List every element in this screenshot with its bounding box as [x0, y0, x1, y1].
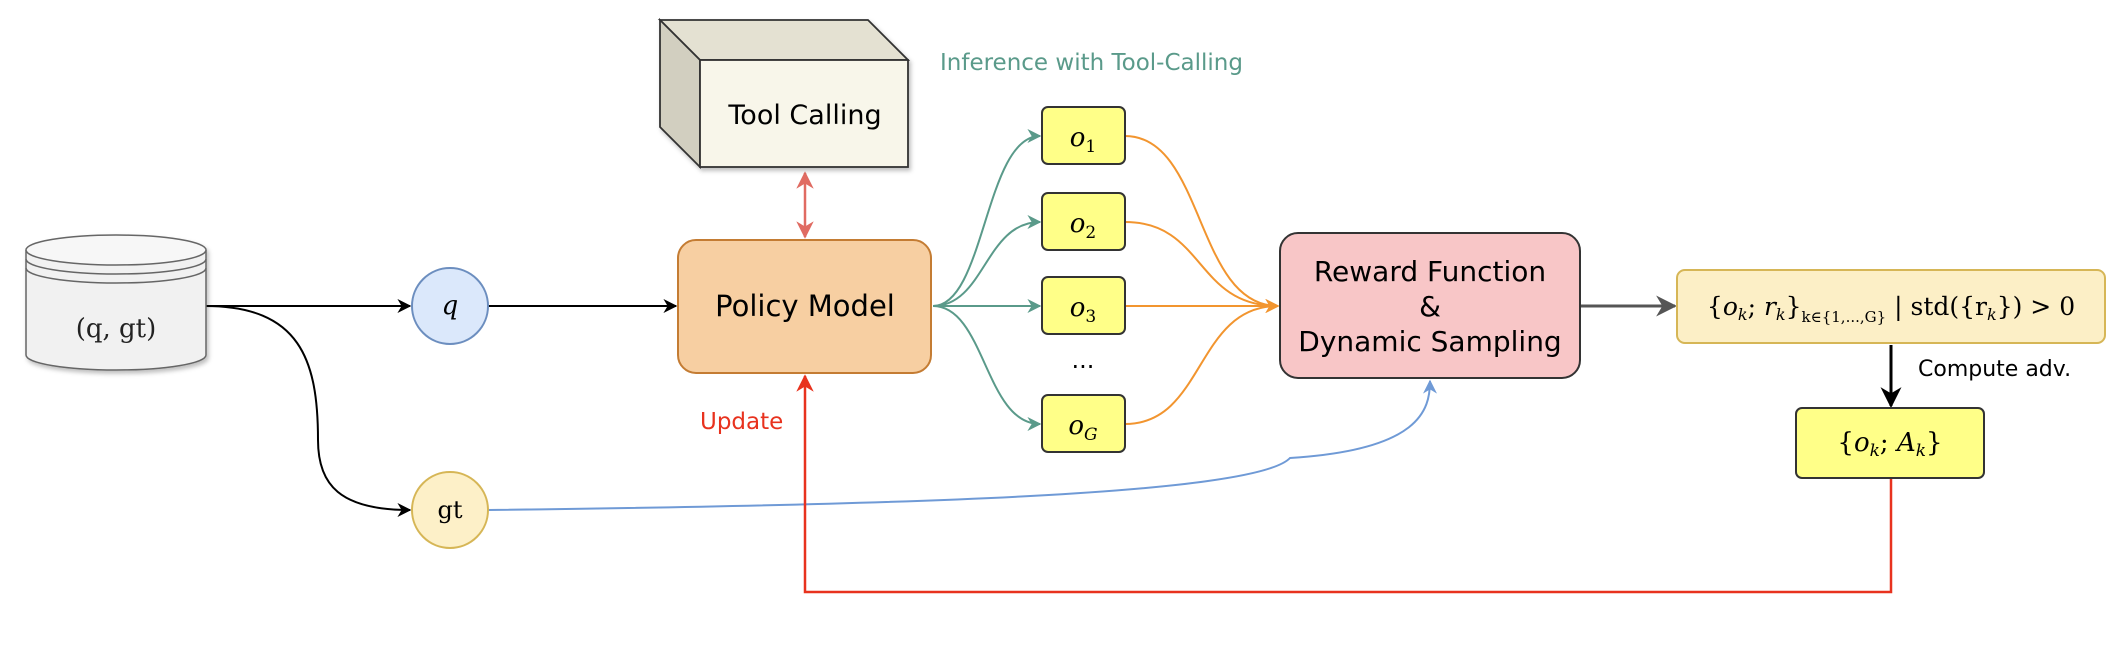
tool-calling-box	[657, 17, 911, 170]
output-o3: o3	[1041, 276, 1126, 335]
edge-policy-to-oG	[932, 305, 1042, 431]
policy-model-node	[677, 239, 932, 374]
output-o2-sub: 2	[1085, 223, 1096, 243]
as-o-sub: k	[1870, 441, 1880, 461]
output-o1: o1	[1041, 106, 1126, 165]
gt-node	[411, 471, 489, 549]
update-annotation: Update	[700, 409, 783, 435]
adv-set-formula: {ok; Ak}	[1837, 428, 1942, 461]
output-oG-base: o	[1068, 411, 1084, 441]
as-o: o	[1854, 428, 1870, 458]
q-node	[411, 267, 489, 345]
fs-condition: | std({r	[1886, 292, 1987, 322]
dataset-label: (q, gt)	[76, 314, 157, 344]
edge-policy-to-o2	[932, 215, 1042, 307]
reward-line1: Reward Function	[1314, 255, 1546, 288]
as-sep: ;	[1880, 428, 1897, 458]
output-o1-base: o	[1070, 123, 1086, 153]
output-oG: oG	[1041, 394, 1126, 453]
fs-open: {	[1707, 292, 1723, 321]
fs-r-sub: k	[1776, 305, 1786, 324]
output-o2: o2	[1041, 192, 1126, 251]
output-o3-sub: 3	[1085, 307, 1096, 327]
edge-policy-to-o1	[932, 129, 1042, 307]
edge-gt-to-reward	[487, 379, 1437, 511]
policy-model-label: Policy Model	[715, 289, 895, 323]
fs-sep: ;	[1748, 292, 1764, 321]
edge-o1-to-reward	[1124, 135, 1280, 313]
filtered-set-node	[1676, 269, 2106, 344]
dataset-cylinder	[25, 234, 207, 371]
fs-o-sub: k	[1738, 305, 1748, 324]
filtered-set-formula: {ok; rk}k∈{1,...,G} | std({rk}) > 0	[1707, 292, 2075, 326]
adv-set-node	[1795, 407, 1985, 479]
fs-r: r	[1764, 292, 1778, 321]
q-label: q	[442, 291, 459, 321]
as-close: }	[1926, 428, 1943, 458]
fs-o: o	[1723, 292, 1738, 321]
reward-line3: Dynamic Sampling	[1298, 325, 1561, 358]
fs-set-sub: k∈{1,...,G}	[1802, 308, 1887, 326]
as-a-sub: k	[1916, 441, 1926, 461]
edge-o2-to-reward	[1124, 221, 1280, 313]
reward-line2: &	[1419, 290, 1441, 323]
output-o1-sub: 1	[1085, 137, 1096, 157]
inference-annotation: Inference with Tool-Calling	[940, 50, 1243, 76]
fs-condition-tail: }) > 0	[1997, 292, 2075, 321]
tool-calling-label: Tool Calling	[727, 100, 881, 131]
edge-oG-to-reward	[1124, 299, 1280, 425]
edge-update-loop	[796, 374, 1893, 594]
output-o3-base: o	[1070, 293, 1086, 323]
as-a: A	[1895, 428, 1916, 458]
svg-text:oG: oG	[1068, 411, 1097, 445]
output-oG-sub: G	[1084, 425, 1098, 445]
edges	[204, 129, 1902, 594]
fs-cond-sub: k	[1987, 305, 1997, 324]
reward-node	[1279, 232, 1581, 379]
as-open: {	[1837, 428, 1854, 458]
compute-adv-annotation: Compute adv.	[1918, 357, 2071, 382]
svg-text:o3: o3	[1070, 293, 1096, 327]
gt-label: gt	[437, 496, 462, 524]
edge-dataset-to-gt	[204, 305, 412, 517]
fs-close: }	[1786, 292, 1802, 321]
output-o2-base: o	[1070, 209, 1086, 239]
svg-text:o2: o2	[1070, 209, 1096, 243]
svg-text:o1: o1	[1070, 123, 1096, 157]
outputs-ellipsis: ...	[1072, 346, 1095, 374]
